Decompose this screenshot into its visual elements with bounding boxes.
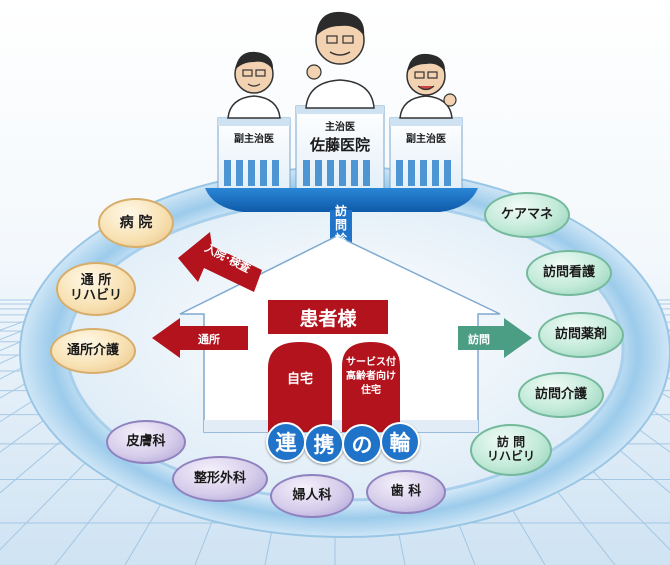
visit-care-char: 診 (334, 232, 347, 246)
node-line: 訪問看護 (542, 264, 595, 280)
node-line: リハビリ (486, 449, 535, 463)
patient-label: 患者様 (299, 308, 357, 330)
node-line: 病 院 (119, 214, 153, 231)
admission-arrow (178, 232, 262, 292)
node-line: 婦人科 (292, 487, 332, 503)
node-dermatology: 皮膚科 (106, 420, 186, 464)
node-line: 訪問介護 (534, 386, 587, 402)
node-day-care: 通所介護 (50, 328, 136, 374)
node-care-manager: ケアマネ (484, 192, 570, 238)
node-dentistry: 歯 科 (366, 470, 446, 514)
senior-housing-label: サービス付 高齢者向け 住宅 (340, 356, 402, 398)
clinic-right-label: 副主治医 (406, 134, 446, 145)
doctor-left-illustration (227, 51, 281, 119)
clinic-beam (205, 188, 478, 212)
senior-housing-line: 高齢者向け (346, 371, 396, 382)
node-orthopedics: 整形外科 (172, 456, 268, 502)
node-line: 訪 問 (496, 435, 526, 450)
outpatient-arrow-label: 通所 (198, 333, 220, 346)
node-line: 通所介護 (66, 342, 119, 358)
doctor-center-illustration (305, 11, 375, 109)
node-day-rehab: 通 所 リハビリ (56, 262, 136, 316)
home-label: 自宅 (286, 372, 313, 387)
renkei-char-1: 連 (266, 422, 306, 462)
senior-housing-line: 住宅 (361, 385, 381, 396)
node-line: 通 所 (80, 273, 112, 289)
visit-care-char: 訪 (334, 204, 347, 218)
node-gynecology: 婦人科 (270, 474, 354, 518)
node-home-pharmacy: 訪問薬剤 (538, 312, 624, 358)
node-line: リハビリ (69, 288, 122, 303)
node-home-nursing: 訪問看護 (526, 250, 612, 296)
clinic-center-building (295, 105, 385, 195)
outpatient-arrow (152, 318, 248, 358)
node-line: 整形外科 (193, 470, 246, 486)
senior-housing-door (342, 342, 400, 432)
visit-arrow (458, 318, 532, 358)
clinic-center-name: 佐藤医院 (309, 136, 370, 154)
clinic-center-role: 主治医 (325, 122, 355, 133)
node-line: 訪問薬剤 (554, 326, 607, 342)
visit-arrow-label: 訪問 (468, 333, 490, 346)
visit-care-char: 問 (334, 218, 347, 232)
clinic-left-building (217, 117, 291, 195)
node-hospital: 病 院 (98, 198, 174, 248)
node-line: 歯 科 (390, 483, 422, 499)
clinic-left-label: 副主治医 (234, 134, 274, 145)
visit-care-char: 療 (334, 246, 347, 260)
renkei-char-2: 携 (304, 424, 344, 464)
home-door (268, 342, 332, 432)
renkei-char-4: 輪 (380, 422, 420, 462)
doctor-right-illustration (399, 53, 457, 119)
node-line: ケアマネ (500, 206, 553, 222)
clinic-right-building (389, 117, 463, 195)
visit-care-label: 訪 問 診 療 (331, 204, 351, 260)
node-home-rehab: 訪 問 リハビリ (470, 424, 552, 476)
renkei-char-3: の (342, 424, 382, 464)
senior-housing-line: サービス付 (346, 357, 396, 368)
grid-line (0, 299, 120, 352)
node-line: 皮膚科 (126, 433, 166, 449)
patient-banner (268, 300, 388, 334)
node-home-care: 訪問介護 (518, 372, 604, 418)
